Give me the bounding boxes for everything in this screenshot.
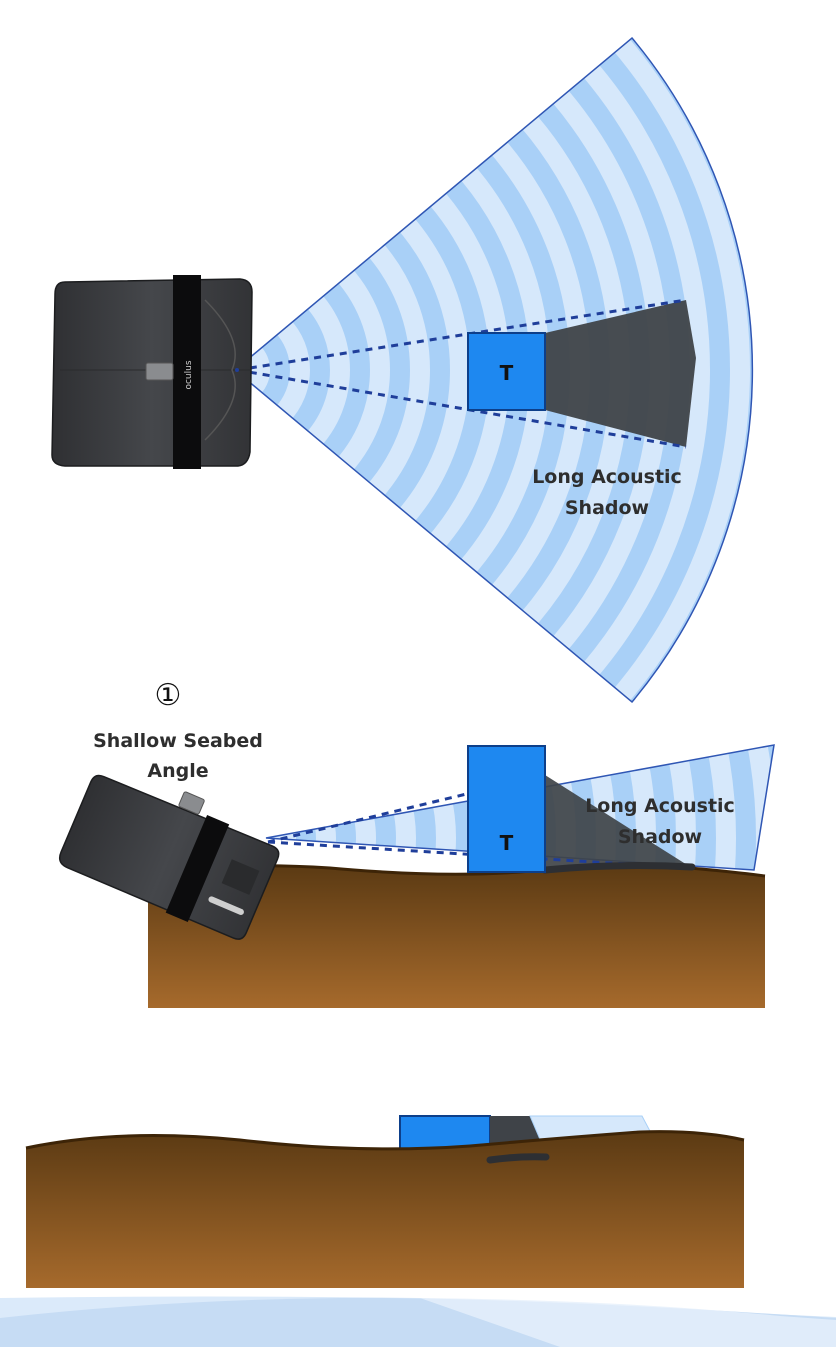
middle-beam-ring-10	[266, 745, 716, 870]
top-acoustic-shadow	[545, 300, 696, 447]
middle-beam-ring-9	[266, 745, 676, 870]
bottom-diagram	[25, 1115, 745, 1288]
top-beam-ring-3	[235, 195, 410, 545]
top-shadow-label-line1: Long Acoustic	[532, 466, 682, 488]
middle-acoustic-shadow	[545, 775, 692, 868]
top-target-box	[467, 332, 546, 411]
middle-title-line2: Angle	[147, 760, 208, 782]
middle-beam-ring-4	[266, 745, 476, 870]
middle-beam-ring-2	[266, 745, 396, 870]
middle-beam-ring-0	[266, 788, 316, 870]
top-beam-ring-11	[235, 38, 730, 702]
middle-diagram: ① Shallow Seabed Angle T Long Acoustic S…	[58, 678, 775, 1008]
top-beam-ring-0	[235, 315, 290, 425]
middle-shadow-on-seabed	[541, 862, 696, 874]
middle-sonar-device	[58, 774, 280, 940]
middle-title-line1: Shallow Seabed	[93, 730, 263, 752]
top-dashed-ray-lower	[236, 368, 687, 449]
top-target-label: T	[500, 361, 514, 385]
middle-circle-number: ①	[155, 678, 182, 713]
middle-target-box	[467, 745, 546, 873]
top-beam-outline	[233, 36, 754, 704]
middle-beam-ring-1	[266, 748, 356, 870]
top-shadow-label-line2: Shadow	[565, 497, 649, 519]
middle-shadow-label-line2: Shadow	[618, 826, 702, 848]
middle-beam-ring-11	[266, 745, 756, 870]
middle-beam-ring-3	[266, 745, 436, 870]
middle-seabed	[148, 865, 765, 1008]
top-sonar-device: oculus	[51, 275, 253, 469]
top-dashed-ray-upper	[236, 298, 687, 372]
footer-wave	[0, 1296, 836, 1347]
top-beam-ring-2	[235, 235, 370, 505]
middle-shadow-label-line1: Long Acoustic	[585, 795, 735, 817]
top-beam-ring-1	[235, 275, 330, 465]
top-beam-ring-4	[235, 155, 450, 585]
middle-target-label: T	[500, 831, 514, 855]
bottom-seabed	[26, 1131, 744, 1288]
top-sonar-brand: oculus	[184, 360, 194, 389]
